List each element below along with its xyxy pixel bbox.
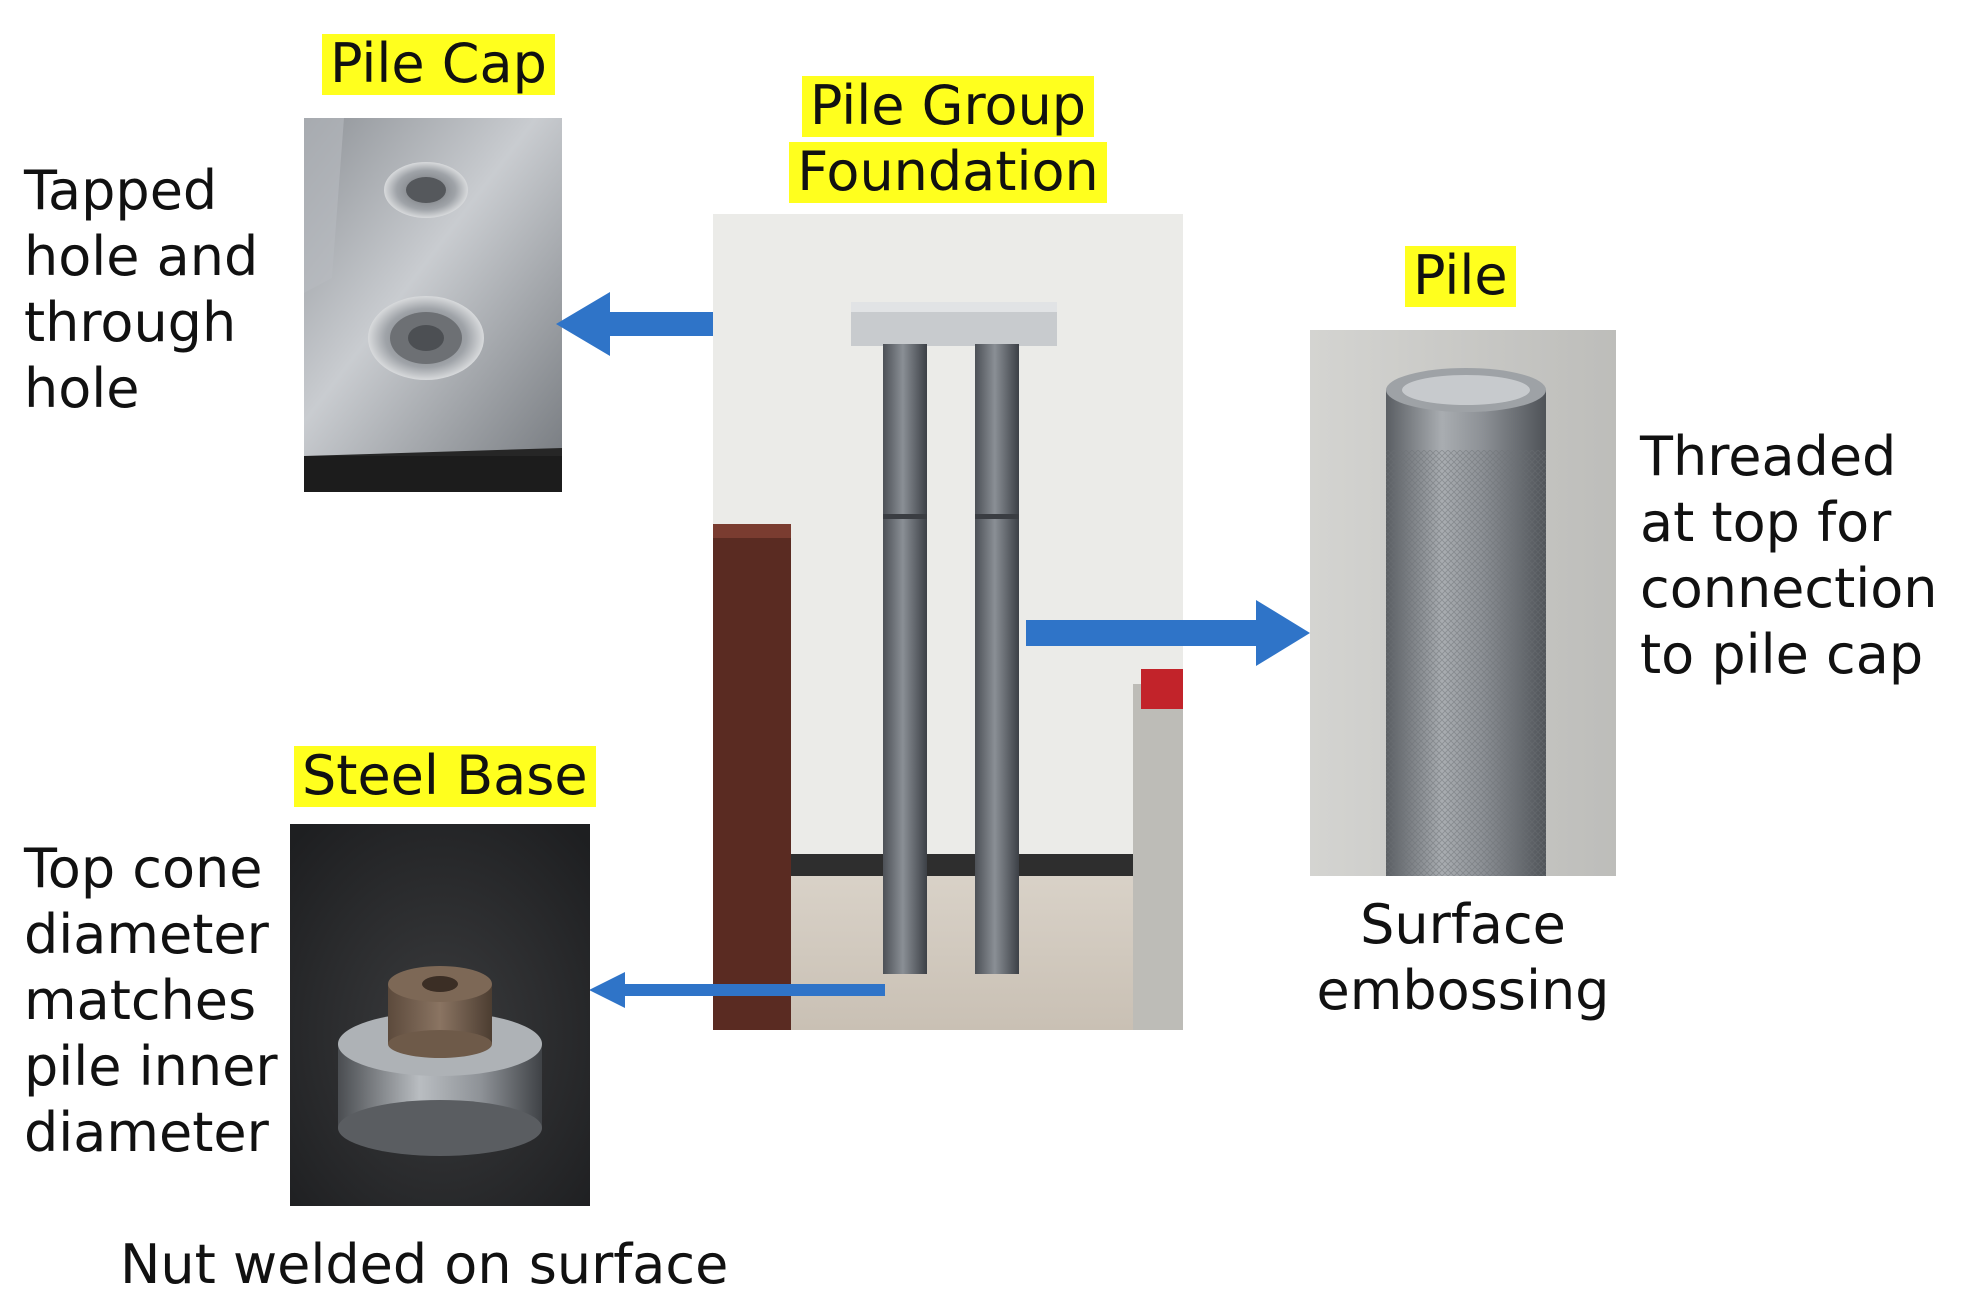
steel-base-title: Steel Base xyxy=(294,744,596,807)
pile-title: Pile xyxy=(1405,244,1516,307)
pile-surface-caption: Surface embossing xyxy=(1302,892,1624,1024)
arrow-to-steel-base xyxy=(589,972,885,1008)
steel-base-desc-line: Top cone xyxy=(24,837,263,900)
pile-cap-description: Tapped hole and through hole xyxy=(24,158,258,422)
pile-desc-line: Threaded xyxy=(1640,425,1897,488)
pile-cap-title: Pile Cap xyxy=(322,32,555,95)
pile-cap-desc-line: hole and xyxy=(24,224,259,288)
pile-desc-line: to pile cap xyxy=(1640,622,1924,686)
steel-base-bottom-caption: Nut welded on surface xyxy=(120,1232,728,1298)
steel-base-desc-line: diameter xyxy=(24,902,269,966)
steel-base-desc-line: diameter xyxy=(24,1100,269,1164)
pile-desc-line: connection xyxy=(1640,556,1938,620)
pile-group-photo xyxy=(713,214,1183,1030)
pile-group-title: Pile Group xyxy=(780,74,1116,137)
steel-base-photo xyxy=(290,824,590,1206)
steel-base-desc-line: pile inner xyxy=(24,1034,278,1098)
pile-cap-photo xyxy=(304,118,562,492)
pile-description: Threaded at top for connection to pile c… xyxy=(1640,424,1938,688)
steel-base-desc-line: matches xyxy=(24,968,257,1032)
steel-base-bottom-text: Nut welded on surface xyxy=(120,1233,729,1296)
pile-surface-line: Surface xyxy=(1360,893,1566,956)
arrow-to-pile xyxy=(1026,600,1310,666)
steel-base-description: Top cone diameter matches pile inner dia… xyxy=(24,836,278,1165)
pile-surface-line: embossing xyxy=(1316,958,1610,1022)
pile-cap-desc-line: Tapped xyxy=(24,159,218,222)
pile-cap-desc-line: through xyxy=(24,290,237,354)
pile-group-title-line2: Foundation xyxy=(770,140,1126,203)
pile-cap-desc-line: hole xyxy=(24,356,140,420)
pile-photo xyxy=(1310,330,1616,876)
pile-desc-line: at top for xyxy=(1640,490,1892,554)
